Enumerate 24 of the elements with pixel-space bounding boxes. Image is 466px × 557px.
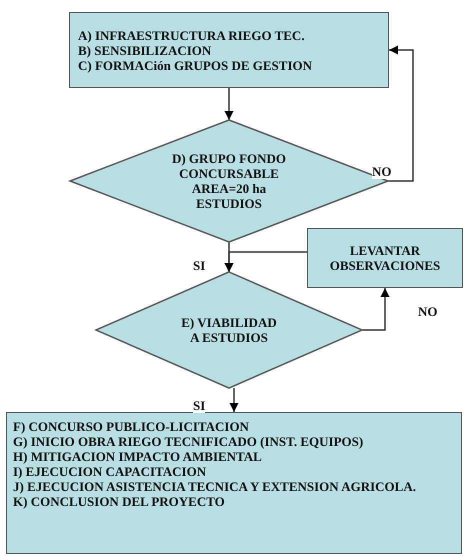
process-box	[307, 228, 463, 288]
arrow	[230, 388, 238, 412]
node-text: E) VIABILIDAD A ESTUDIOS	[180, 315, 278, 345]
arrow	[388, 46, 414, 182]
node-text: I) EJECUCION CAPACITACION	[13, 464, 208, 479]
node-text: J) EJECUCION ASISTENCIA TECNICA Y EXTENSION AGRICOLA.	[13, 479, 417, 494]
node-text: A) INFRAESTRUCTURA RIEGO TEC.	[78, 28, 306, 42]
node-text: G) INICIO OBRA RIEGO TECNIFICADO (INST. EQUIPOS)	[13, 434, 364, 449]
edge-label: SI	[193, 398, 206, 413]
edge-label: NO	[372, 164, 392, 179]
arrow	[224, 251, 307, 272]
process-box	[6, 412, 462, 554]
edge-label: SI	[193, 258, 206, 273]
node-text: D) GRUPO FONDO CONCURSABLE AREA=20 ha ESTUDIOS	[170, 151, 288, 211]
edge-label: NO	[418, 304, 438, 319]
process-box	[69, 12, 389, 88]
node-text: C) FORMACión GRUPOS DE GESTION	[78, 58, 314, 72]
node-text: H) MITIGACION IMPACTO AMBIENTAL	[13, 449, 263, 464]
node-text: K) CONCLUSION DEL PROYECTO	[13, 494, 226, 509]
node-text: F) CONCURSO PUBLICO-LICITACION	[13, 419, 250, 434]
arrow	[362, 288, 390, 331]
node-text: B) SENSIBILIZACION	[78, 42, 212, 58]
arrow	[224, 88, 234, 120]
node-text: LEVANTAR OBSERVACIONES	[328, 243, 442, 273]
